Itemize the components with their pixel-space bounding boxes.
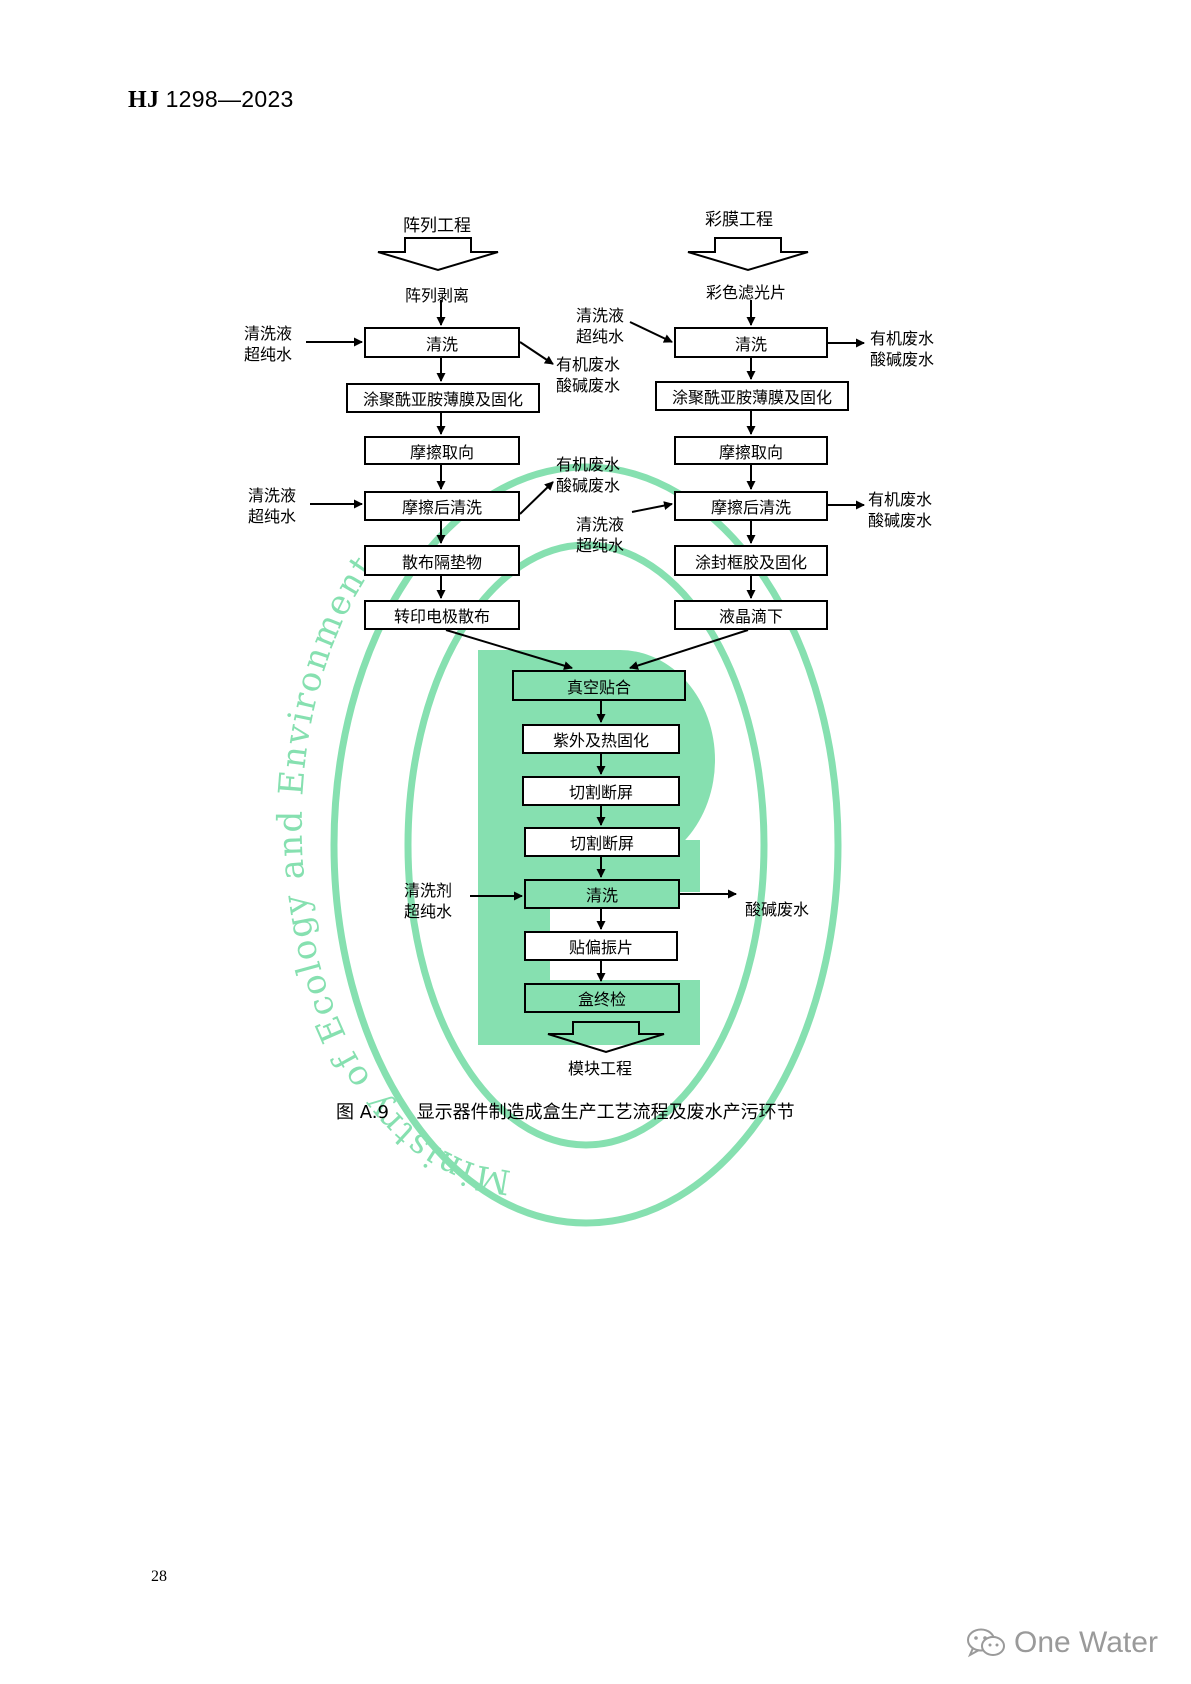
watermark-inner-ring (404, 541, 768, 1149)
left-start-label: 阵列剥离 (405, 286, 470, 305)
document-header: HJ 1298—2023 (128, 86, 294, 114)
figure-caption: 图 A.9 显示器件制造成盒生产工艺流程及废水产污环节 (336, 1098, 795, 1124)
figure-number: 图 A.9 (336, 1102, 389, 1123)
right-step-pi-coating: 涂聚酰亚胺薄膜及固化 (655, 381, 849, 411)
right-input-1: 清洗液超纯水 (576, 306, 625, 346)
left-step-post-rub-clean: 摩擦后清洗 (364, 491, 520, 521)
exit-hollow-arrow (547, 1021, 665, 1054)
left-step-pi-coating: 涂聚酰亚胺薄膜及固化 (346, 383, 540, 413)
center-step-polarizer: 贴偏振片 (524, 931, 678, 961)
right-title: 彩膜工程 (705, 210, 773, 230)
brand-watermark: One Water (966, 1626, 1158, 1660)
right-input-2: 清洗液超纯水 (576, 515, 625, 555)
left-step-rubbing: 摩擦取向 (364, 436, 520, 465)
figure-title: 显示器件制造成盒生产工艺流程及废水产污环节 (416, 1102, 795, 1123)
left-input-2: 清洗液超纯水 (248, 486, 297, 526)
left-input-1: 清洗液超纯水 (244, 324, 293, 364)
center-step-cut-2: 切割断屏 (524, 827, 680, 857)
page-number: 28 (151, 1568, 167, 1585)
center-step-clean: 清洗 (524, 879, 680, 909)
right-output-1: 有机废水酸碱废水 (870, 329, 935, 369)
right-output-2: 有机废水酸碱废水 (868, 490, 933, 530)
right-step-lc-drop: 液晶滴下 (674, 600, 828, 630)
left-entry-hollow-arrow (377, 237, 499, 272)
center-step-vacuum-bonding: 真空贴合 (512, 670, 686, 701)
left-output-2: 有机废水酸碱废水 (556, 455, 621, 495)
right-step-post-rub-clean: 摩擦后清洗 (674, 491, 828, 521)
left-step-transfer-electrode: 转印电极散布 (364, 600, 520, 630)
standard-code: HJ (128, 87, 160, 113)
center-step-cut-1: 切割断屏 (522, 776, 680, 806)
chat-bubble-icon (967, 1628, 1005, 1658)
right-start-label: 彩色滤光片 (706, 283, 787, 302)
standard-number: 1298—2023 (165, 86, 294, 112)
left-title: 阵列工程 (403, 216, 471, 236)
center-step-final-inspection: 盒终检 (524, 983, 680, 1013)
left-step-spacer: 散布隔垫物 (364, 545, 520, 576)
right-entry-hollow-arrow (687, 237, 809, 272)
right-step-sealant: 涂封框胶及固化 (674, 545, 828, 576)
center-end-label: 模块工程 (568, 1059, 633, 1078)
left-step-clean: 清洗 (364, 327, 520, 358)
brand-name: One Water (1014, 1626, 1158, 1659)
watermark-outer-ring (330, 463, 842, 1227)
center-step-uv-thermal-cure: 紫外及热固化 (522, 724, 680, 754)
center-input: 清洗剂超纯水 (404, 881, 453, 921)
right-step-clean: 清洗 (674, 327, 828, 358)
center-output: 酸碱废水 (745, 900, 810, 919)
right-step-rubbing: 摩擦取向 (674, 436, 828, 465)
left-output-1: 有机废水酸碱废水 (556, 355, 621, 395)
